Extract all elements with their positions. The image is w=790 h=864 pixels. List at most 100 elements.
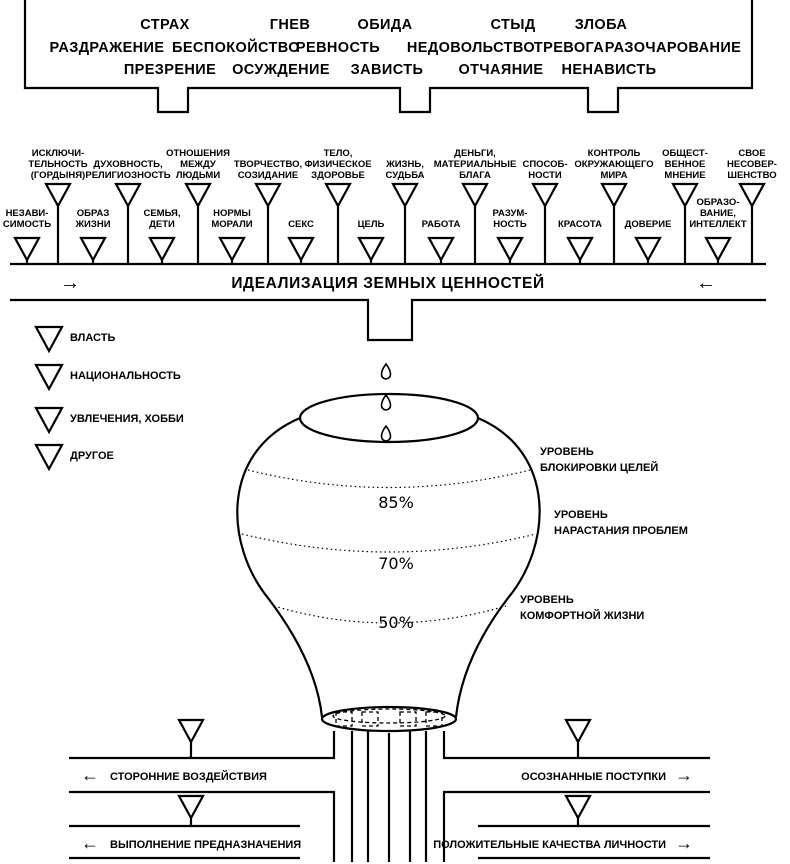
output-label: ПОЛОЖИТЕЛЬНЫЕ КАЧЕСТВА ЛИЧНОСТИ	[433, 839, 666, 851]
value-label: МНЕНИЕ	[664, 170, 705, 181]
pipe-inner-left	[350, 731, 370, 862]
banner-title: ИДЕАЛИЗАЦИЯ ЗЕМНЫХ ЦЕННОСТЕЙ	[231, 274, 544, 292]
triangle-icon	[177, 794, 205, 821]
arrow-left-icon: ←	[81, 765, 99, 785]
outlet	[399, 711, 417, 727]
value-label: РАБОТА	[422, 219, 461, 230]
triangle-icon	[34, 406, 64, 435]
triangle-icon	[324, 182, 352, 209]
outlet	[361, 711, 379, 727]
triangle-icon	[148, 236, 176, 263]
triangle-icon	[564, 718, 592, 745]
value-label: БЛАГА	[459, 170, 491, 181]
value-label: ШЕНСТВО	[727, 170, 776, 181]
pipe-outer-right	[442, 731, 710, 862]
emotion-label: ЗАВИСТЬ	[351, 62, 424, 78]
value-label: ОКРУЖАЮЩЕГО	[574, 159, 653, 170]
triangle-icon	[287, 236, 315, 263]
value-label: НЕЗАВИ-	[6, 208, 49, 219]
emotion-label: СТЫД	[490, 17, 535, 33]
level-line-50	[273, 605, 507, 624]
output-label: ВЫПОЛНЕНИЕ ПРЕДНАЗНАЧЕНИЯ	[110, 839, 301, 851]
triangle-icon	[564, 794, 592, 821]
arrow-left-icon: ←	[696, 272, 716, 294]
vessel-base	[320, 705, 458, 733]
emotion-label: РАЗОЧАРОВАНИЕ	[605, 40, 741, 56]
output-label: СТОРОННИЕ ВОЗДЕЙСТВИЯ	[110, 770, 267, 783]
triangle-icon	[634, 236, 662, 263]
outlet	[425, 711, 443, 727]
triangle-icon	[34, 325, 64, 354]
triangle-icon	[13, 236, 41, 263]
emotions-tank	[23, 0, 754, 114]
drops	[380, 362, 392, 442]
emotions-row-2: РАЗДРАЖЕНИЕ БЕСПОКОЙСТВО РЕВНОСТЬ НЕДОВО…	[50, 38, 741, 56]
value-label: СИМОСТЬ	[3, 219, 51, 230]
level-line-70	[241, 533, 537, 553]
values-bottom-row: НЕЗАВИ-СИМОСТЬОБРАЗЖИЗНИСЕМЬЯ,ДЕТИНОРМЫМ…	[3, 197, 747, 264]
value-label: РЕЛИГИОЗНОСТЬ	[85, 170, 170, 181]
values-pipe-bottom-line	[10, 298, 766, 342]
emotion-label: НЕНАВИСТЬ	[562, 62, 657, 78]
value-label: ДЕНЬГИ,	[454, 148, 496, 159]
value-label: ТЕЛЬНОСТЬ	[28, 159, 87, 170]
value-label: ТЕЛО,	[324, 148, 353, 159]
triangle-icon	[391, 182, 419, 209]
emotions-row-1: СТРАХ ГНЕВ ОБИДА СТЫД ЗЛОБА	[140, 17, 627, 33]
legend-label: ДРУГОЕ	[70, 450, 114, 462]
level-label: УРОВЕНЬ	[520, 594, 574, 606]
emotion-label: СТРАХ	[140, 17, 190, 33]
triangle-icon	[44, 182, 72, 209]
triangle-icon	[496, 236, 524, 263]
emotion-label: РАЗДРАЖЕНИЕ	[50, 40, 165, 56]
arrow-right-icon: →	[675, 765, 693, 785]
emotion-label: БЕСПОКОЙСТВО	[172, 38, 300, 56]
value-label: ИНТЕЛЛЕКТ	[689, 219, 747, 230]
level-line-85	[247, 469, 531, 489]
value-label: ЦЕЛЬ	[358, 219, 385, 230]
triangle-icon	[461, 182, 489, 209]
emotion-label: ПРЕЗРЕНИЕ	[124, 62, 216, 78]
value-label: ВАНИЕ,	[700, 208, 736, 219]
emotion-label: ОБИДА	[358, 17, 413, 33]
triangle-icon	[566, 236, 594, 263]
level-label: БЛОКИРОВКИ ЦЕЛЕЙ	[540, 461, 658, 474]
triangle-icon	[671, 182, 699, 209]
value-label: ЖИЗНЬ,	[385, 159, 424, 170]
triangle-icon	[254, 182, 282, 209]
value-label: НОРМЫ	[213, 208, 251, 219]
pipe-outer-left	[69, 731, 336, 862]
emotion-label: ЗЛОБА	[575, 17, 628, 33]
drop-icon	[380, 393, 392, 411]
value-label: ЗДОРОВЬЕ	[311, 170, 365, 181]
triangle-icon	[34, 363, 64, 392]
value-label: СВОЕ	[738, 148, 765, 159]
value-label: НЕСОВЕР-	[727, 159, 777, 170]
vessel-body	[236, 416, 541, 718]
arrow-right-icon: →	[60, 272, 80, 294]
legend-label: УВЛЕЧЕНИЯ, ХОББИ	[70, 413, 184, 425]
value-label: ОБРАЗО-	[697, 197, 740, 208]
level-85-value: 85%	[378, 493, 414, 512]
value-label: НОСТЬ	[493, 219, 527, 230]
value-label: ДЕТИ	[149, 219, 175, 230]
level-label: КОМФОРТНОЙ ЖИЗНИ	[520, 609, 644, 622]
level-label: УРОВЕНЬ	[554, 509, 608, 521]
value-label: СЕКС	[288, 219, 314, 230]
triangle-icon	[184, 182, 212, 209]
vessel: 85% 70% 50%	[236, 392, 541, 733]
drop-icon	[380, 362, 392, 380]
value-label: НОСТИ	[528, 170, 562, 181]
value-label: ДУХОВНОСТЬ,	[93, 159, 162, 170]
level-70-value: 70%	[378, 554, 414, 573]
legend-label: ВЛАСТЬ	[70, 332, 115, 344]
emotion-label: РЕВНОСТЬ	[296, 40, 380, 56]
pipe-inner-right	[408, 731, 428, 862]
value-label: ВЕННОЕ	[665, 159, 706, 170]
triangle-icon	[357, 236, 385, 263]
value-label: ОТНОШЕНИЯ	[166, 148, 230, 159]
value-label: СЕМЬЯ,	[143, 208, 180, 219]
triangle-icon	[79, 236, 107, 263]
